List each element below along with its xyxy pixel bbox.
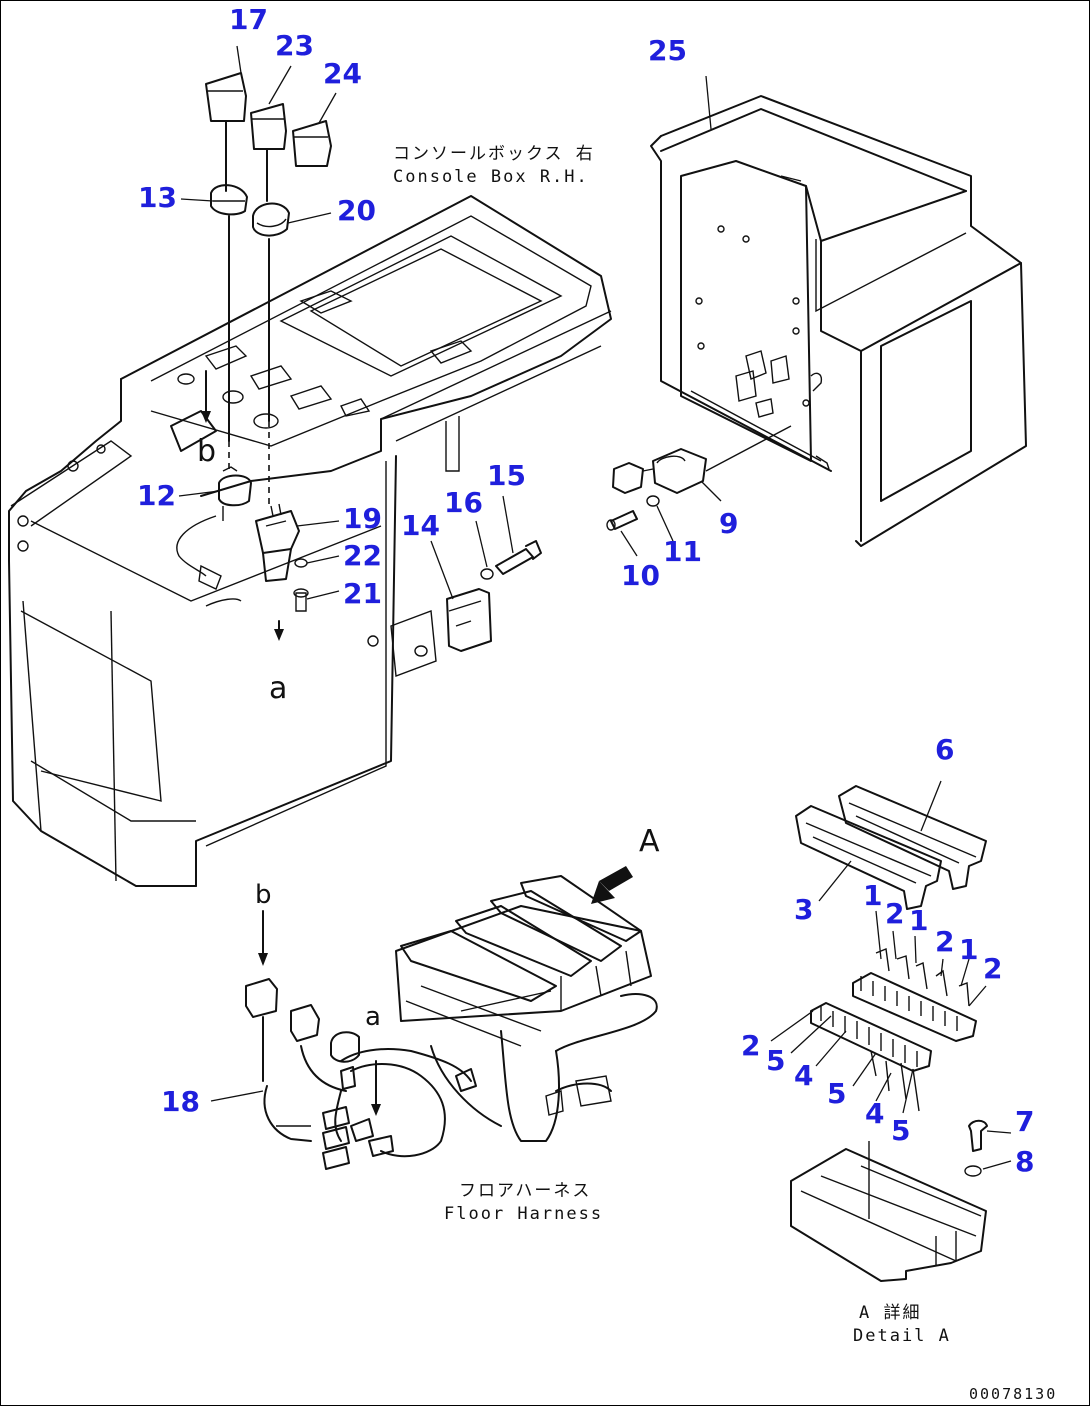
- callout-14: 14: [401, 509, 440, 542]
- callout-2-b: 2: [935, 925, 955, 958]
- callout-9: 9: [719, 507, 739, 540]
- knob-13-drawing: [210, 184, 248, 216]
- controller-box-25-drawing: [650, 95, 1027, 547]
- callout-2-d: 2: [741, 1029, 761, 1062]
- callout-22: 22: [343, 539, 382, 572]
- callout-7: 7: [1015, 1105, 1035, 1138]
- callout-12: 12: [137, 479, 176, 512]
- callout-19: 19: [343, 502, 382, 535]
- relay-9-leader: [705, 425, 792, 472]
- callout-15: 15: [487, 459, 526, 492]
- callout-5-b: 5: [827, 1077, 847, 1110]
- callout-23: 23: [275, 29, 314, 62]
- drawing-number: 00078130: [969, 1385, 1058, 1403]
- relay-14-drawing: [446, 588, 492, 652]
- switch-17-drawing: [205, 72, 247, 122]
- console-box-label-en: Console Box R.H.: [393, 167, 589, 187]
- arrow-b-marker: b: [197, 434, 217, 469]
- callout-2-a: 2: [885, 897, 905, 930]
- bolt-15-drawing: [495, 540, 542, 575]
- callout-1-b: 1: [909, 904, 929, 937]
- floor-harness-label-jp: フロアハーネス: [459, 1181, 592, 1201]
- floor-harness-drawing: [245, 866, 658, 1170]
- callout-18: 18: [161, 1085, 200, 1118]
- bolt-10-drawing: [606, 510, 638, 531]
- callout-1-a: 1: [863, 879, 883, 912]
- console-box-drawing: [8, 195, 612, 887]
- view-a-marker: A: [639, 824, 660, 859]
- harness-arrow-b-marker: b: [255, 880, 272, 910]
- washer-16-drawing: [480, 568, 494, 580]
- callout-10: 10: [621, 559, 660, 592]
- callout-4-a: 4: [794, 1059, 814, 1092]
- arrow-a-marker: a: [269, 671, 288, 706]
- leader-lines: [178, 45, 1012, 1170]
- callout-11: 11: [663, 535, 702, 568]
- floor-harness-label-en: Floor Harness: [444, 1204, 604, 1224]
- callout-17: 17: [229, 3, 268, 36]
- callout-13: 13: [138, 181, 177, 214]
- knob-20-drawing: [252, 202, 290, 237]
- console-box-label-jp: コンソールボックス 右: [393, 144, 595, 164]
- switch-12-drawing: [218, 466, 252, 521]
- callout-6: 6: [935, 733, 955, 766]
- switch-24-drawing: [292, 120, 332, 167]
- callout-20: 20: [337, 194, 376, 227]
- callout-8: 8: [1015, 1145, 1035, 1178]
- switch-23-drawing: [250, 103, 287, 150]
- washer-11-drawing: [646, 495, 660, 507]
- callout-25: 25: [648, 34, 687, 67]
- callout-2-c: 2: [983, 952, 1003, 985]
- callout-24: 24: [323, 57, 362, 90]
- detail-a-label-en: Detail A: [853, 1326, 951, 1346]
- harness-arrow-a-marker: a: [365, 1002, 381, 1032]
- callout-5-c: 5: [891, 1114, 911, 1147]
- relay-9-drawing: [612, 448, 707, 494]
- callout-21: 21: [343, 577, 382, 610]
- callout-16: 16: [444, 486, 483, 519]
- callout-5-a: 5: [766, 1044, 786, 1077]
- callout-1-c: 1: [959, 933, 979, 966]
- callout-4-b: 4: [865, 1097, 885, 1130]
- detail-a-label-jp: A 詳細: [859, 1303, 922, 1323]
- detail-a-drawing: [790, 785, 988, 1282]
- callout-3: 3: [794, 893, 814, 926]
